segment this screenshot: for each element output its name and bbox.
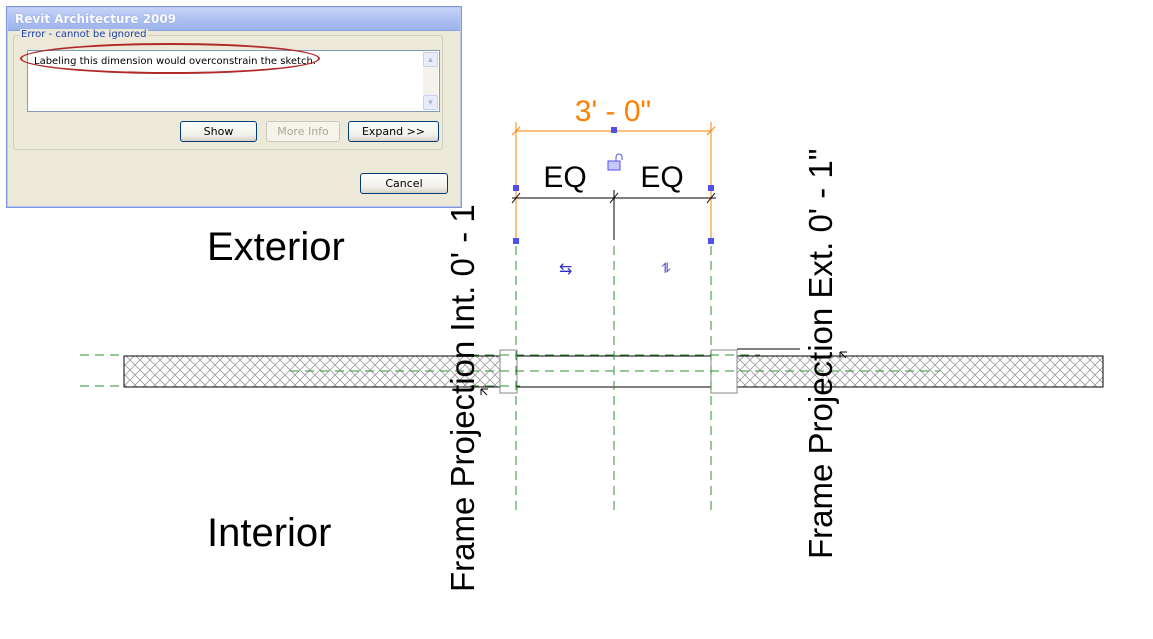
dialog-titlebar[interactable]: Revit Architecture 2009 — [8, 8, 460, 31]
exterior-label: Exterior — [207, 225, 345, 269]
interior-label: Interior — [207, 511, 332, 555]
dimension-eq-left[interactable]: EQ — [543, 161, 586, 194]
expand-button[interactable]: Expand >> — [348, 121, 439, 142]
frame-projection-ext-label[interactable]: Frame Projection Ext. 0' - 1" — [802, 148, 839, 560]
error-message-box[interactable]: Labeling this dimension would overconstr… — [27, 50, 440, 112]
frame-projection-int-label[interactable]: Frame Projection Int. 0' - 1" — [444, 192, 481, 593]
error-group-label: Error - cannot be ignored — [20, 29, 148, 40]
flip-horizontal-icon[interactable]: ⇆ — [559, 259, 572, 278]
dimension-overall-text[interactable]: 3' - 0" — [575, 95, 651, 128]
error-groupbox — [13, 35, 443, 150]
show-button[interactable]: Show — [180, 121, 257, 142]
error-message-text: Labeling this dimension would overconstr… — [34, 56, 316, 67]
dimension-eq-lines[interactable] — [511, 190, 716, 240]
flip-vertical-icon[interactable]: ⥮ — [661, 261, 671, 277]
message-scrollbar[interactable]: ▲ ▼ — [423, 52, 438, 110]
dimension-eq-right[interactable]: EQ — [640, 161, 683, 194]
cursor-arrows — [480, 351, 847, 396]
grips[interactable] — [513, 127, 714, 244]
dialog-title: Revit Architecture 2009 — [15, 12, 177, 26]
reference-planes-vertical[interactable] — [515, 246, 712, 515]
scroll-down-icon[interactable]: ▼ — [423, 95, 438, 110]
more-info-button[interactable]: More Info — [266, 121, 340, 142]
reference-planes-horizontal — [80, 354, 940, 387]
lock-icon[interactable] — [607, 153, 623, 171]
cancel-button[interactable]: Cancel — [360, 173, 448, 194]
scroll-up-icon[interactable]: ▲ — [423, 52, 438, 67]
